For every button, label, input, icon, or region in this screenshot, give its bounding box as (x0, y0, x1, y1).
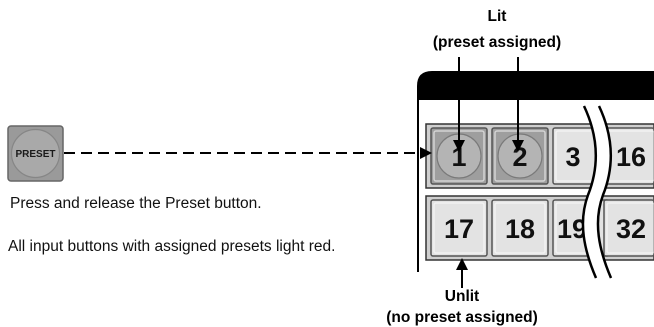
preset-button[interactable]: PRESET (7, 125, 64, 182)
unlit-label: Unlit (445, 288, 479, 305)
input-button-1[interactable]: 1 (430, 127, 488, 185)
button-number: 18 (505, 214, 535, 244)
preset-button-circle (10, 128, 61, 179)
button-number: 1 (451, 142, 466, 172)
instruction-step-1: Press and release the Preset button. (10, 195, 262, 212)
button-face (603, 199, 654, 257)
input-button-17[interactable]: 17 (430, 199, 488, 257)
arrow-right-icon (420, 147, 432, 159)
input-button-2[interactable]: 2 (491, 127, 549, 185)
preset-button-label: PRESET (15, 149, 55, 160)
button-bevel (494, 130, 546, 182)
unlit-note-label: (no preset assigned) (386, 309, 538, 326)
arrow-down-icon (512, 140, 524, 152)
button-face (491, 199, 549, 257)
break-line-left (581, 105, 598, 279)
button-number: 16 (616, 142, 646, 172)
button-bevel (606, 202, 654, 254)
button-face (430, 199, 488, 257)
lit-label: Lit (488, 8, 507, 25)
lit-note-label: (preset assigned) (433, 34, 561, 51)
lit-arrow-1 (453, 57, 465, 152)
break-line-right (596, 105, 613, 279)
button-number: 17 (444, 214, 474, 244)
button-bevel (494, 202, 546, 254)
lit-arrow-2 (512, 57, 524, 152)
button-number: 3 (565, 142, 580, 172)
input-button-18[interactable]: 18 (491, 199, 549, 257)
unlit-arrow (456, 258, 468, 288)
button-number: 32 (616, 214, 646, 244)
lit-indicator (497, 133, 543, 179)
input-button-32[interactable]: 32 (603, 199, 654, 257)
panel-top-band (418, 72, 654, 100)
input-button-16[interactable]: 16 (603, 127, 654, 185)
panel-break-symbol (581, 105, 613, 279)
break-gap (582, 106, 611, 278)
preset-to-inputs-arrow (64, 147, 432, 159)
arrow-up-icon (456, 258, 468, 270)
arrow-down-icon (453, 140, 465, 152)
button-bevel (433, 202, 485, 254)
instruction-step-2: All input buttons with assigned presets … (8, 238, 335, 255)
button-number: 2 (512, 142, 527, 172)
